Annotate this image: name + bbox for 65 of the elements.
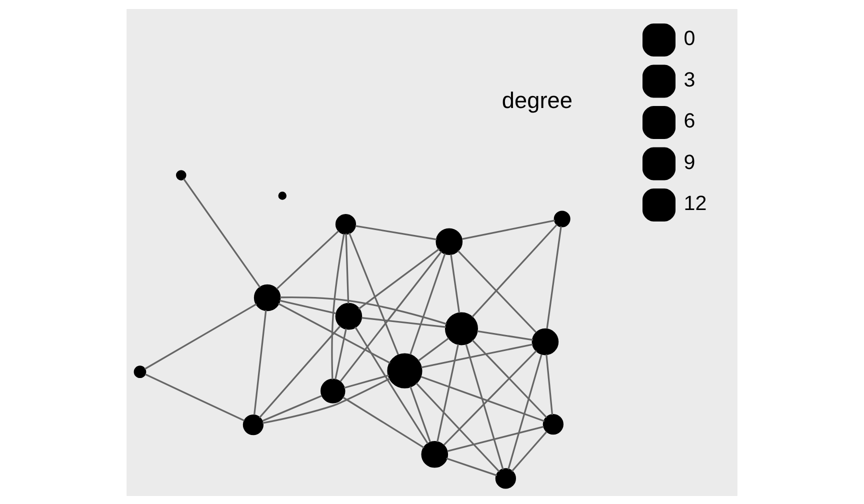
- connector: [511, 430, 548, 472]
- connector: [280, 296, 447, 324]
- connector: [254, 310, 267, 414]
- connector: [410, 386, 432, 442]
- connector: [144, 302, 257, 370]
- connector: [546, 354, 554, 414]
- connector: [420, 375, 545, 422]
- connector: [450, 254, 460, 312]
- connector: [508, 354, 542, 469]
- connector: [546, 226, 562, 328]
- connector: [446, 457, 498, 476]
- connector: [457, 250, 537, 332]
- node-circle: [242, 414, 264, 435]
- connector: [362, 316, 446, 328]
- legend-label: 9: [684, 150, 696, 174]
- legend-label: 6: [684, 109, 696, 132]
- connector: [436, 344, 459, 442]
- connector: [355, 224, 437, 240]
- node-circle: [134, 365, 146, 378]
- connector: [472, 339, 548, 418]
- node-circle: [495, 468, 516, 488]
- node-circle: [278, 191, 286, 200]
- connector: [334, 328, 347, 380]
- connector: [447, 425, 544, 452]
- connector: [144, 373, 245, 421]
- connector: [444, 350, 537, 445]
- legend-label: 0: [684, 26, 696, 50]
- node-circle: [421, 440, 448, 468]
- connector: [258, 325, 341, 418]
- connector: [416, 382, 500, 472]
- connector: [340, 250, 442, 382]
- connector: [354, 326, 428, 444]
- connector: [421, 343, 533, 368]
- connector: [344, 374, 389, 388]
- connector: [410, 252, 446, 354]
- connector: [262, 377, 390, 424]
- connector: [348, 232, 399, 355]
- node-circle: [335, 302, 362, 330]
- node-circle: [387, 352, 422, 388]
- node-circle: [444, 312, 478, 345]
- node-circle: [335, 213, 356, 234]
- node-circle: [542, 413, 564, 434]
- node-circle: [320, 378, 346, 403]
- connector: [278, 302, 390, 364]
- connector: [342, 396, 424, 448]
- connector: [418, 337, 450, 361]
- connector: [331, 233, 345, 379]
- legend-label: 12: [684, 192, 707, 215]
- node-circle: [176, 170, 186, 180]
- connector: [262, 394, 322, 422]
- connector: [477, 330, 533, 340]
- connector: [472, 224, 558, 318]
- node-circle: [532, 328, 559, 355]
- legend-label: 3: [684, 68, 696, 91]
- connector: [462, 219, 556, 240]
- connector: [280, 299, 336, 314]
- connector: [183, 178, 261, 288]
- connector: [358, 248, 440, 310]
- connector: [465, 344, 504, 470]
- connector: [276, 230, 340, 290]
- connector: [345, 233, 350, 304]
- node-circle: [254, 284, 281, 311]
- label: degree: [502, 86, 573, 112]
- node-circle: [554, 210, 570, 227]
- node-circle: [436, 228, 463, 255]
